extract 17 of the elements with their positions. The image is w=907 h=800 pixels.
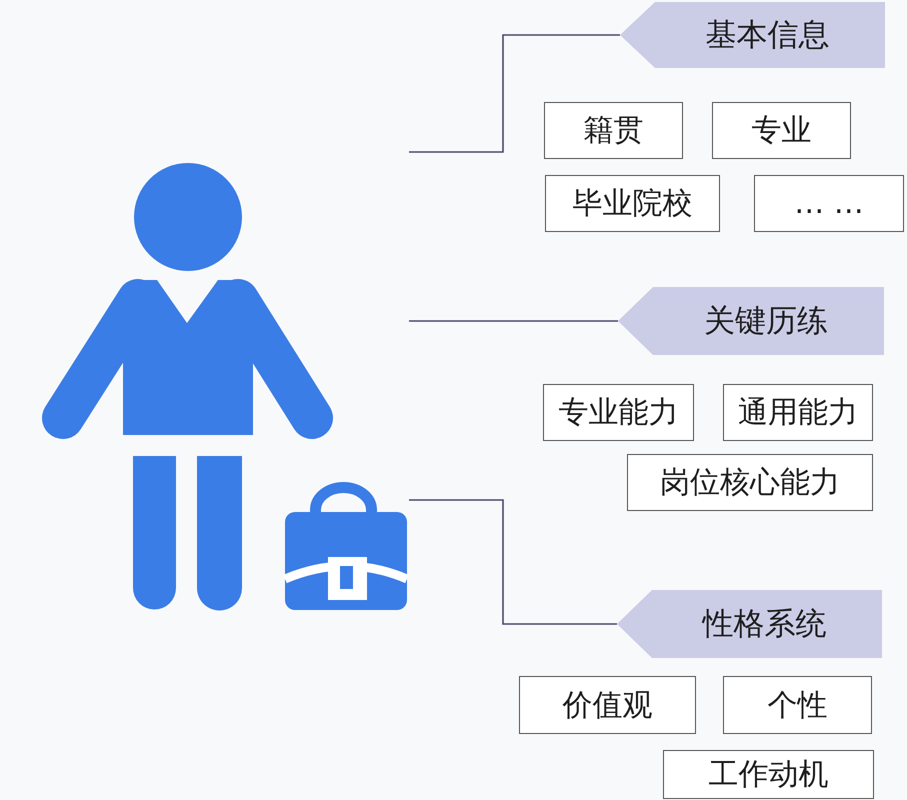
attribute-box: 价值观 xyxy=(519,676,696,734)
connector-line xyxy=(409,499,617,625)
attribute-box: 专业 xyxy=(712,102,851,159)
attribute-box: 个性 xyxy=(723,676,872,734)
connector-line xyxy=(409,34,620,153)
attribute-box: 通用能力 xyxy=(723,384,873,441)
attribute-box: 毕业院校 xyxy=(545,175,720,232)
attribute-box: 工作动机 xyxy=(663,750,874,799)
person-figure xyxy=(40,162,409,611)
heading-banner: 关键历练 xyxy=(618,287,884,355)
attribute-box: 岗位核心能力 xyxy=(627,454,873,511)
attribute-box: … … xyxy=(754,175,904,232)
attribute-box: 籍贯 xyxy=(544,102,683,159)
heading-banner: 基本信息 xyxy=(620,2,885,68)
heading-banner: 性格系统 xyxy=(617,590,882,658)
attribute-box: 专业能力 xyxy=(543,384,694,441)
connector-line xyxy=(409,320,618,322)
